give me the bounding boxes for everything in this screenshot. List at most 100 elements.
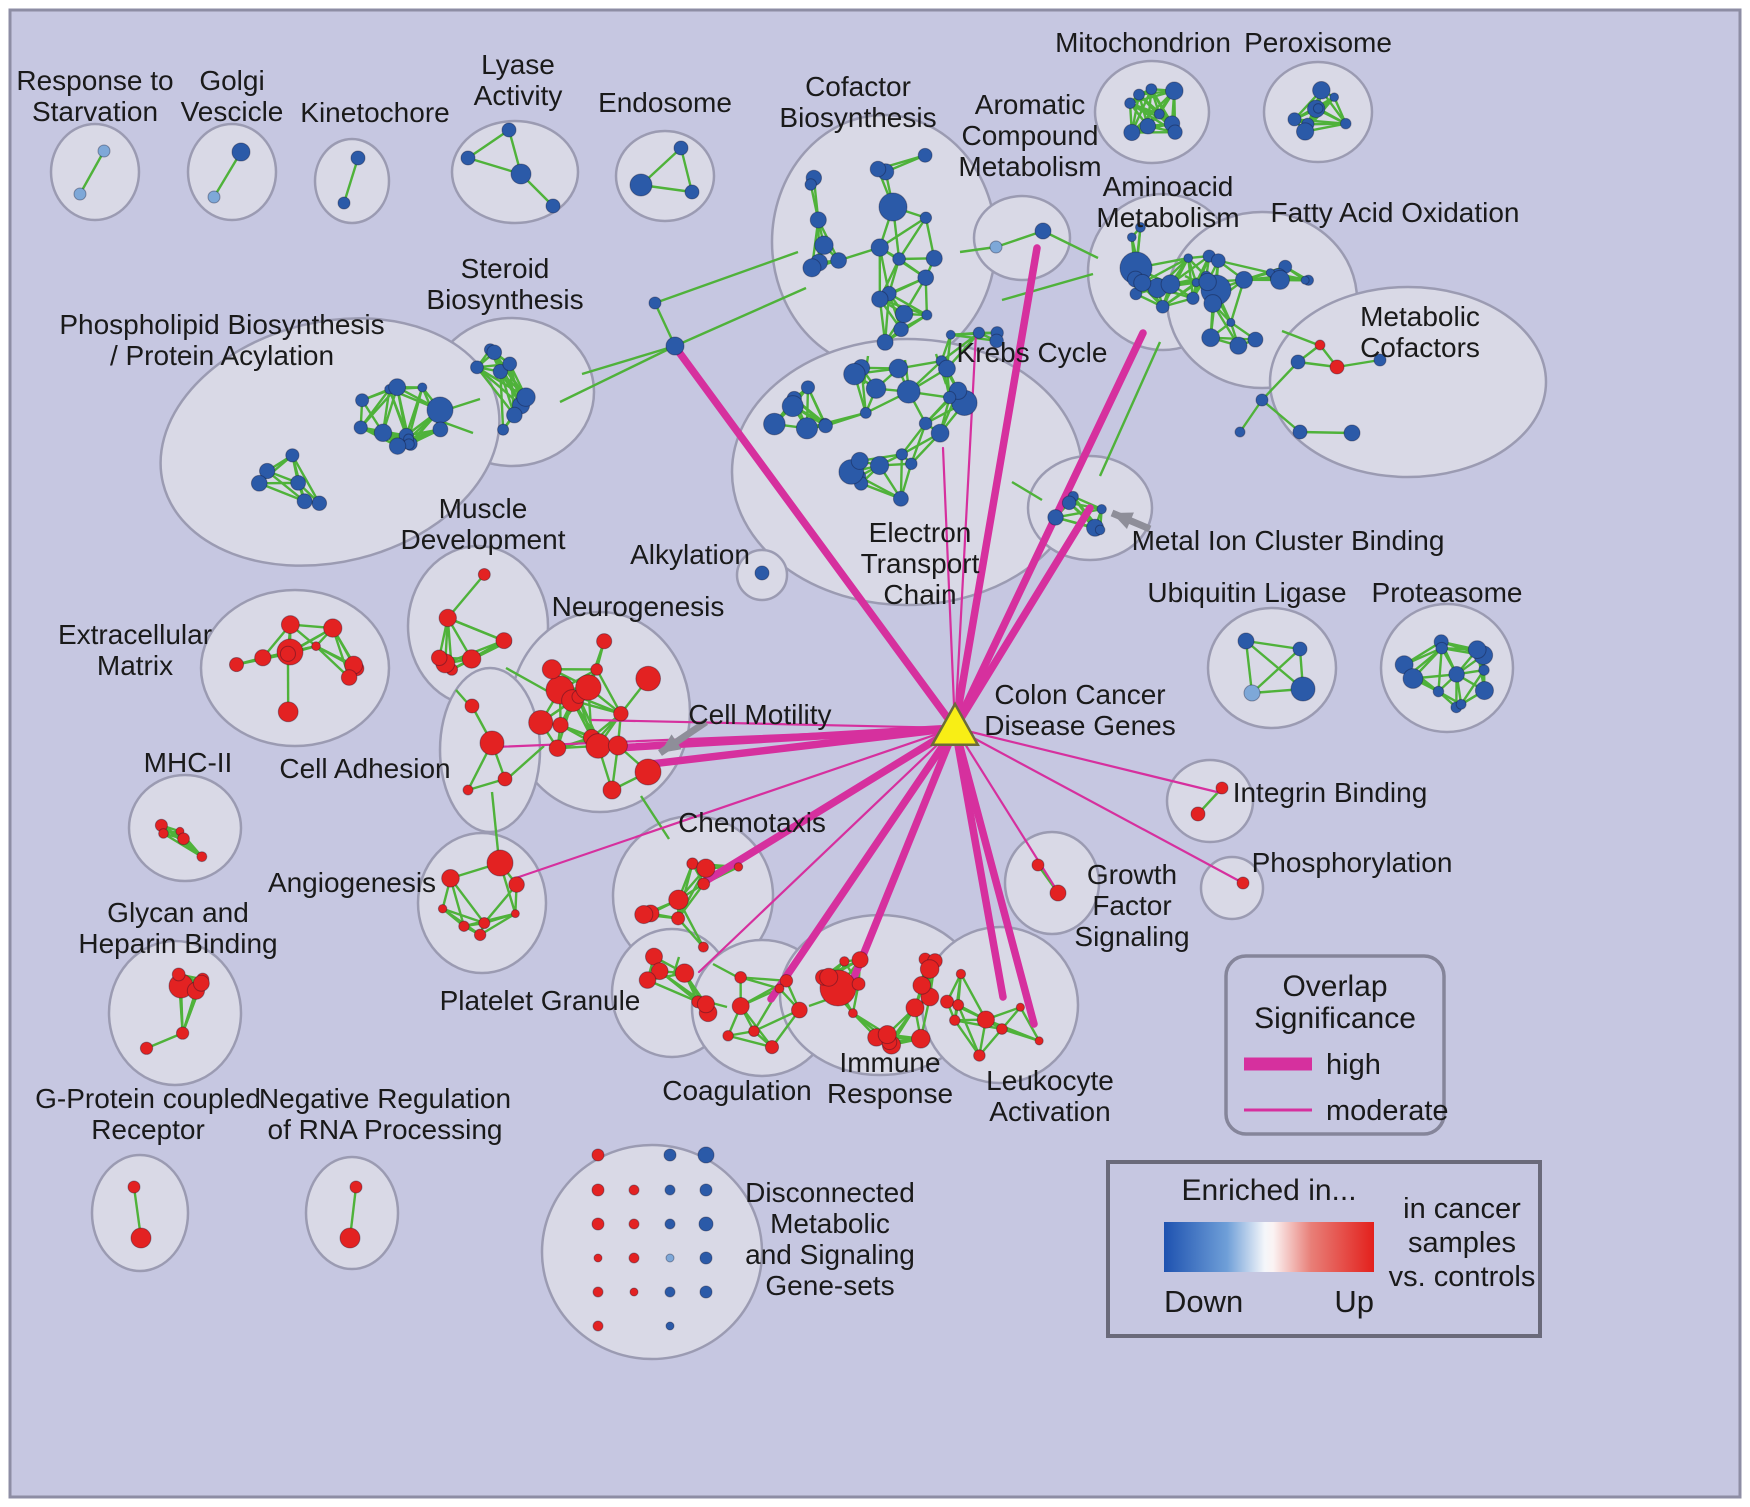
gene-set-node [895, 448, 909, 461]
gene-set-node [1270, 269, 1290, 290]
label-golgi-vescicle-line: Golgi [199, 65, 264, 96]
gene-set-node [311, 641, 321, 652]
gene-set-node [548, 739, 567, 758]
gene-set-node [650, 962, 669, 981]
overlap-significance-edge-moderate [953, 726, 1245, 885]
cluster-phosphorylation [1199, 855, 1265, 921]
label-colon-cancer-disease-genes-line: Colon Cancer [994, 679, 1165, 710]
cluster-angiogenesis [416, 831, 548, 975]
gene-set-node [1290, 676, 1316, 702]
gene-set-node [1094, 524, 1106, 536]
gene-set-overlap-edge [727, 1034, 773, 1049]
label-phosphorylation-line: Phosphorylation [1252, 847, 1453, 878]
gene-set-node [501, 122, 517, 138]
gene-set-node [1394, 655, 1414, 675]
label-proteasome: Proteasome [1372, 577, 1523, 608]
gene-set-node [259, 462, 276, 480]
gene-set-overlap-edge [825, 411, 867, 427]
label-alkylation-line: Alkylation [630, 539, 750, 570]
gene-set-overlap-edge [654, 250, 799, 305]
gene-set-node [665, 1321, 675, 1331]
label-peroxisome-line: Peroxisome [1244, 27, 1392, 58]
gene-set-overlap-edge [953, 1019, 981, 1057]
gene-set-node [910, 1028, 931, 1049]
gene-set-overlap-edge [439, 419, 474, 435]
label-mhc-ii-line: MHC-II [144, 747, 233, 778]
gene-set-node [541, 659, 562, 680]
label-phospholipid-biosynthesis-line: Phospholipid Biosynthesis [59, 309, 384, 340]
gene-set-node [250, 474, 268, 492]
cluster-glycan-heparin-binding [107, 939, 243, 1087]
gene-set-node [634, 905, 654, 925]
gene-set-node [912, 976, 932, 995]
gene-set-overlap-edge [1019, 1006, 1041, 1042]
gene-set-node [802, 258, 822, 278]
gene-set-node [1132, 88, 1146, 101]
gene-set-node [671, 911, 686, 926]
gene-set-node [231, 142, 251, 162]
label-platelet-granule-line: Platelet Granule [440, 985, 641, 1016]
gene-set-node [349, 1180, 363, 1194]
gene-set-node [804, 178, 817, 191]
gene-set-node [892, 252, 906, 266]
gene-set-node [350, 150, 366, 166]
gene-set-node [774, 983, 785, 994]
gene-set-node [893, 321, 909, 338]
gene-set-node [462, 784, 474, 796]
gene-set-node [819, 967, 839, 987]
gene-set-node [1139, 117, 1157, 135]
gene-set-overlap-edge [1131, 89, 1176, 134]
label-metabolic-cofactors-line: Cofactors [1360, 332, 1480, 363]
label-aromatic-compound-metabolism-line: Aromatic [975, 89, 1085, 120]
overlap-significance-edge-moderate [511, 726, 957, 881]
enriched-legend-up-label: Up [1334, 1284, 1374, 1319]
gene-set-node [510, 909, 520, 919]
gene-set-overlap-edge [476, 366, 527, 399]
gene-set-node [635, 665, 662, 692]
label-extracellular-matrix-line: Matrix [97, 650, 173, 681]
label-electron-transport-chain-line: Transport [861, 548, 980, 579]
gene-set-node [279, 645, 296, 662]
gene-set-node [590, 663, 604, 676]
gene-set-node [1198, 272, 1217, 292]
gene-set-overlap-edge [647, 979, 699, 1003]
gene-set-node [731, 997, 750, 1016]
gene-set-node [814, 235, 834, 255]
gene-set-node [905, 998, 925, 1018]
overlap-significance-legend-box [1224, 954, 1446, 1136]
gene-set-node [1300, 275, 1310, 285]
gene-set-node [1190, 806, 1206, 822]
gene-set-node [73, 187, 87, 201]
gene-set-node [952, 999, 965, 1012]
enriched-legend-note-line: samples [1408, 1227, 1516, 1259]
gene-set-node [989, 240, 1003, 254]
label-muscle-development-line: Muscle [439, 493, 528, 524]
label-colon-cancer-disease-genes-line: Disease Genes [984, 710, 1175, 741]
overlap-significance-edge-moderate [493, 726, 957, 749]
gene-set-node [1124, 97, 1136, 110]
overlap-significance-edge-high [767, 724, 959, 1003]
gene-set-node [871, 290, 889, 308]
label-cell-motility-line: Cell Motility [688, 699, 831, 730]
gene-set-node [1432, 685, 1445, 698]
gene-set-node [602, 780, 622, 800]
gene-set-node [1215, 781, 1229, 795]
gene-set-node [699, 1285, 713, 1299]
label-metal-ion-cluster-binding: Metal Ion Cluster Binding [1132, 525, 1445, 556]
label-cofactor-biosynthesis-line: Biosynthesis [779, 102, 936, 133]
gene-set-node [638, 971, 657, 989]
gene-set-node [575, 674, 602, 701]
label-cofactor-biosynthesis-line: Cofactor [805, 71, 911, 102]
gene-set-node [426, 396, 454, 424]
gene-set-node [464, 698, 480, 714]
gene-set-node [628, 1218, 640, 1230]
gene-set-node [830, 252, 847, 269]
gene-set-node [850, 451, 869, 470]
label-angiogenesis-line: Angiogenesis [268, 867, 436, 898]
gene-set-node [506, 406, 523, 424]
cluster-endosome [614, 129, 716, 223]
gene-set-node [870, 238, 889, 257]
gene-set-node [892, 490, 909, 507]
